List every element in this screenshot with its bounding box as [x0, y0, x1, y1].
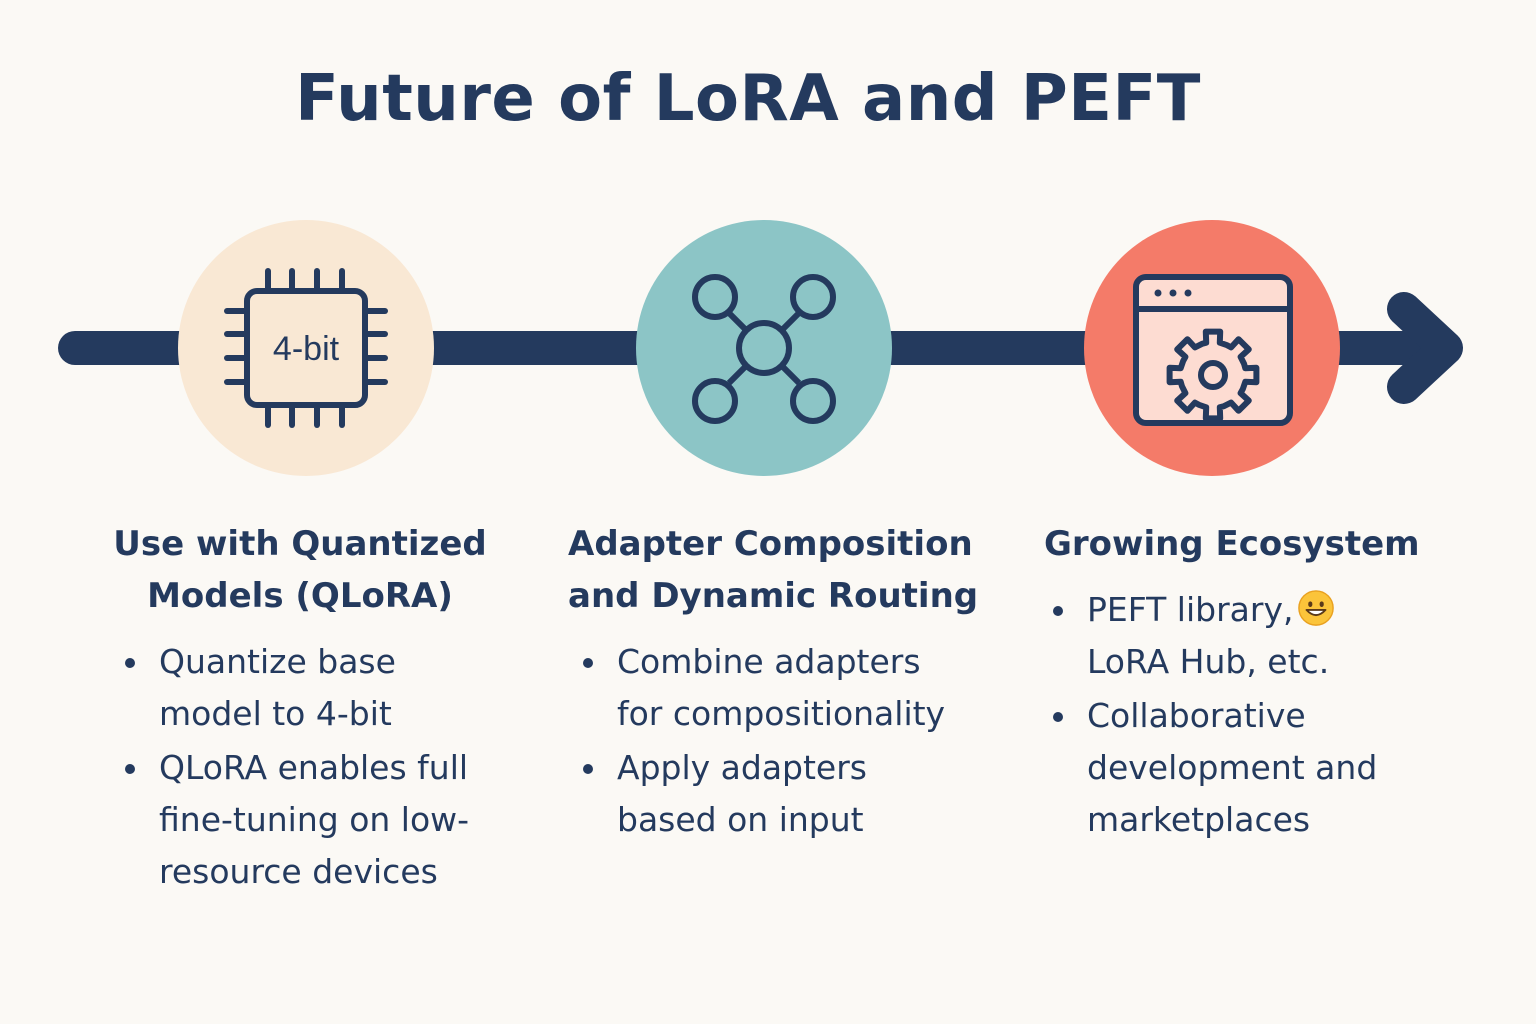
chip-icon — [224, 268, 388, 428]
chip-label: 4-bit — [273, 330, 340, 368]
bullet-dot-icon — [583, 764, 593, 774]
stage-2-circle — [636, 220, 892, 476]
list-item: QLoRA enables full fine-tuning on low- r… — [116, 742, 490, 898]
stage-3-heading: Growing Ecosystem — [1044, 524, 1420, 564]
stage-1-heading: Use with Quantized Models (QLoRA) — [113, 524, 487, 616]
list-item: Apply adapters based on input — [574, 742, 988, 846]
stage-1-bullets: Quantize base model to 4-bit QLoRA enabl… — [116, 636, 490, 898]
gear-icon — [1166, 328, 1260, 422]
stage-1-text: Use with Quantized Models (QLoRA) Quanti… — [110, 518, 490, 900]
stage-2-text: Adapter Composition and Dynamic Routing … — [568, 518, 988, 848]
timeline: 4-bit — [58, 220, 1463, 476]
bullet-dot-icon — [583, 658, 593, 668]
bullet-dot-icon — [1053, 712, 1063, 722]
arrow-head-icon — [1387, 292, 1463, 404]
smiley-emoji-icon — [1298, 590, 1335, 626]
bullet-dot-icon — [125, 764, 135, 774]
page-title: Future of LoRA and PEFT — [295, 62, 1201, 136]
stage-2-heading: Adapter Composition and Dynamic Routing — [568, 524, 979, 616]
bullet-dot-icon — [1053, 606, 1063, 616]
list-item: Combine adapters for compositionality — [574, 636, 988, 740]
bullet-dot-icon — [125, 658, 135, 668]
list-item: PEFT library, LoRA Hub, etc. — [1044, 584, 1464, 688]
network-nodes-icon — [692, 274, 836, 424]
stage-3-bullets: PEFT library, LoRA Hub, etc. Collaborati… — [1044, 584, 1464, 846]
stage-2-bullets: Combine adapters for compositionality Ap… — [574, 636, 988, 846]
stage-3-text: Growing Ecosystem PEFT library, LoRA Hub… — [1044, 518, 1464, 848]
list-item: Quantize base model to 4-bit — [116, 636, 490, 740]
list-item: Collaborative development and marketplac… — [1044, 690, 1464, 846]
window-gear-icon — [1133, 274, 1293, 426]
